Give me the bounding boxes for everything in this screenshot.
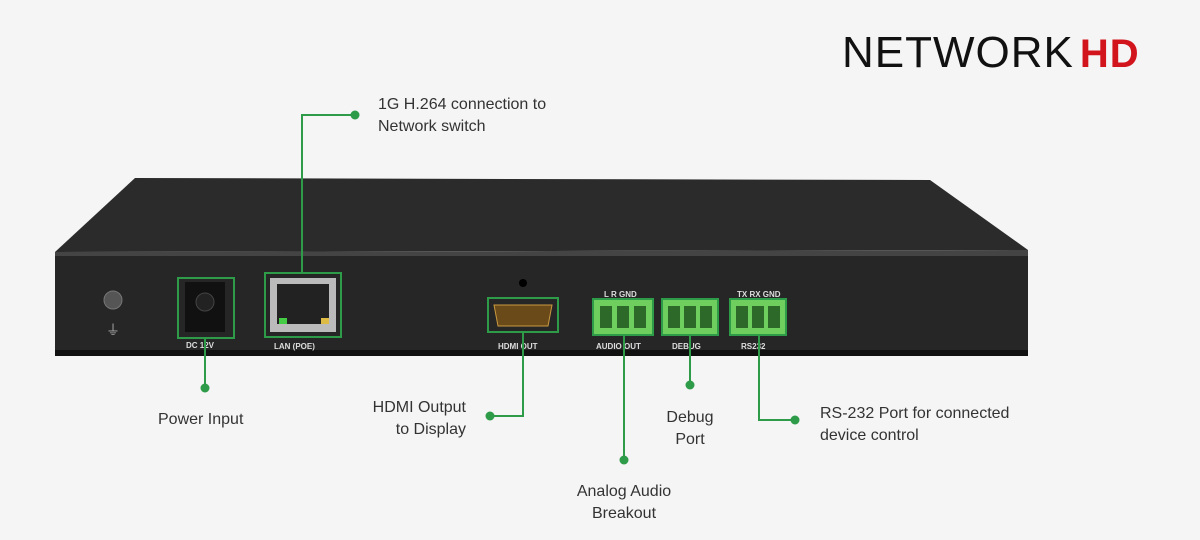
rs232-callout-text: RS-232 Port for connected device control xyxy=(820,403,1009,447)
rs232-pins-label: TX RX GND xyxy=(737,290,781,299)
hdmi-callout-line1: HDMI Output xyxy=(372,399,466,416)
lan-port-label: LAN (POE) xyxy=(274,342,315,351)
rs232-callout-line2: device control xyxy=(820,427,919,444)
hdmi-callout-line2: to Display xyxy=(395,421,466,438)
hdmi-port-label: HDMI OUT xyxy=(498,342,538,351)
hdmi-callout-line xyxy=(490,332,524,417)
rs232-callout-line xyxy=(758,335,795,421)
logo-brand: NETWORK xyxy=(842,28,1074,77)
debug-port-label: DEBUG xyxy=(672,342,701,351)
dc-port-label: DC 12V xyxy=(186,341,215,350)
svg-text:⏚: ⏚ xyxy=(106,322,120,338)
rs232-callout-line1: RS-232 Port for connected xyxy=(820,405,1010,422)
lan-callout-line1: 1G H.264 connection to xyxy=(378,96,547,113)
audio-callout-line1: Analog Audio xyxy=(576,483,672,500)
power-callout-text: Power Input xyxy=(158,411,244,428)
audio-callout-line2: Breakout xyxy=(591,505,657,522)
hdmi-callout-text: HDMI Output to Display xyxy=(340,397,466,441)
lan-callout-text: 1G H.264 connection to Network switch xyxy=(378,94,546,138)
rs232-port-label: RS232 xyxy=(741,342,766,351)
logo-suffix: HD xyxy=(1079,32,1140,76)
debug-callout-text: Debug Port xyxy=(650,407,730,451)
lan-callout-line xyxy=(301,114,355,273)
audio-callout-text: Analog Audio Breakout xyxy=(554,481,694,525)
device-top xyxy=(55,178,1028,252)
lan-callout-line2: Network switch xyxy=(378,118,486,135)
debug-callout-line1: Debug xyxy=(666,409,714,426)
ground-screw-icon xyxy=(103,290,123,310)
audio-pins-label: L R GND xyxy=(604,290,637,299)
debug-callout-line2: Port xyxy=(675,431,705,448)
audio-port-label: AUDIO OUT xyxy=(596,342,641,351)
